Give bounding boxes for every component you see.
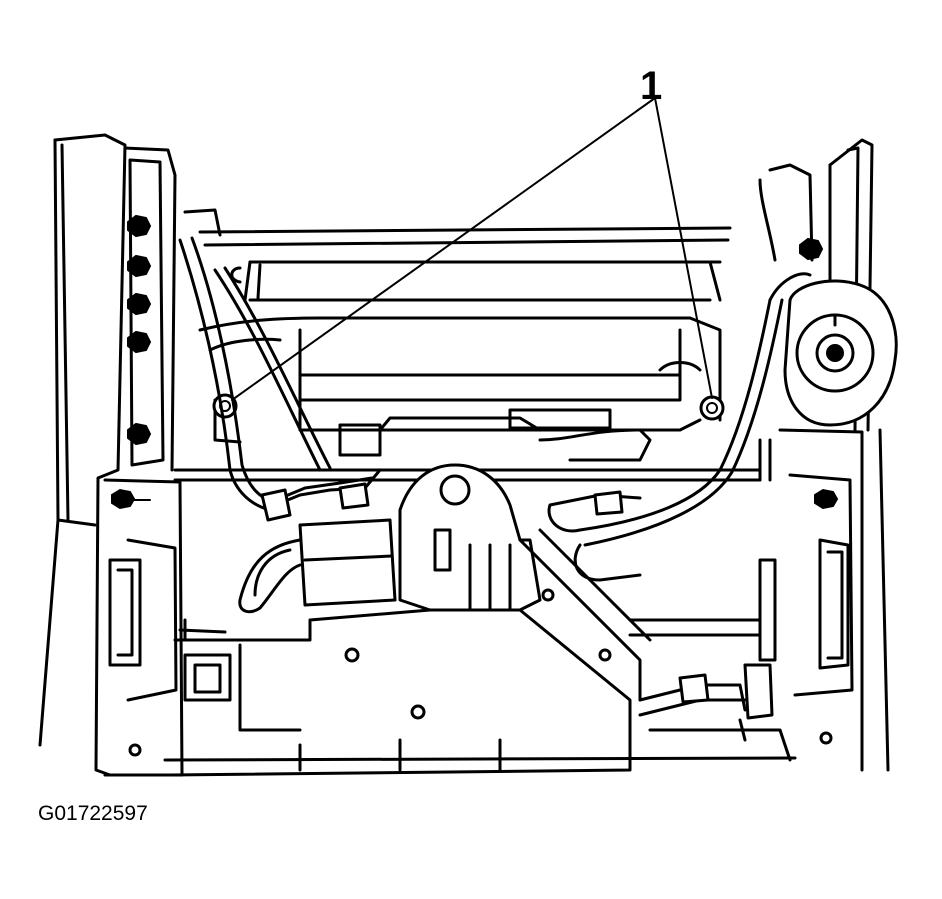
lower-housing xyxy=(163,608,797,777)
wire-connectors xyxy=(260,482,624,522)
recliner-pivot xyxy=(783,279,898,427)
callout-leader-right xyxy=(654,97,713,399)
actuator-motor xyxy=(238,518,397,614)
upper-cross-rails xyxy=(183,208,732,302)
left-bolt-column xyxy=(111,214,152,757)
right-lower-components xyxy=(628,438,792,762)
right-side-panel xyxy=(758,138,890,772)
wire-harness xyxy=(178,236,812,582)
center-bracket xyxy=(398,463,542,612)
left-side-panel xyxy=(38,133,184,777)
callout-leaders xyxy=(231,97,713,401)
callout-label: 1 xyxy=(640,64,663,108)
callout-leader-left xyxy=(231,97,656,401)
diagonal-rail xyxy=(518,528,652,702)
figure-id: G01722597 xyxy=(38,802,148,825)
right-mounting-bolt xyxy=(699,395,725,421)
center-seat-pan xyxy=(173,316,762,482)
